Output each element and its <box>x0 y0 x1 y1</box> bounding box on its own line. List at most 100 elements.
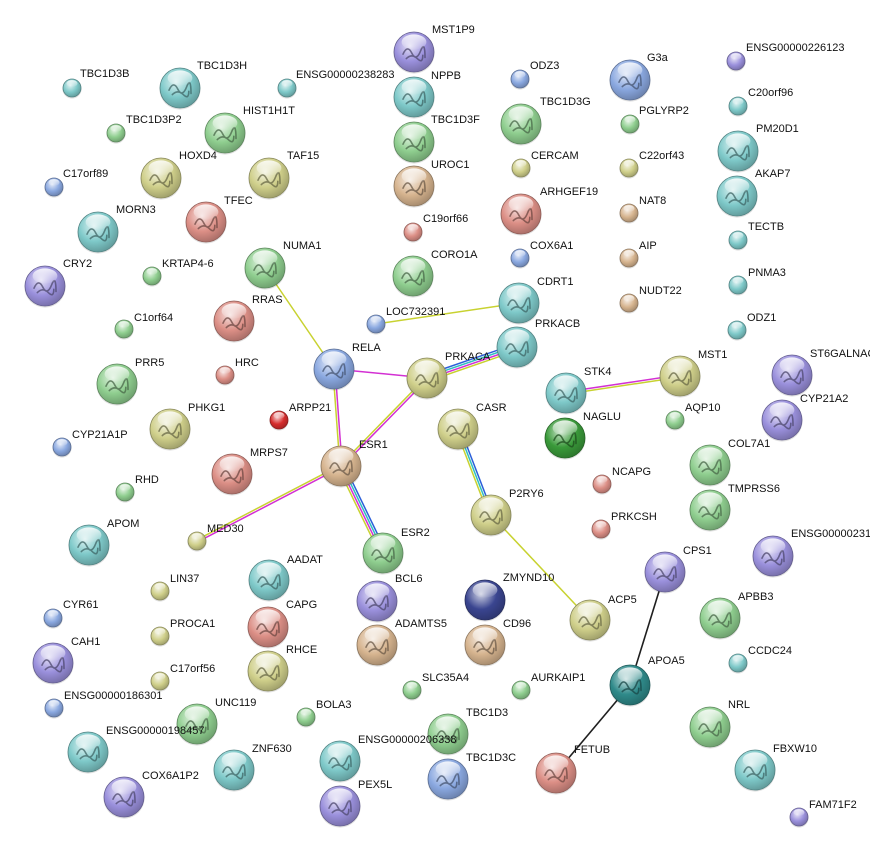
node-hrc[interactable]: HRC <box>215 357 259 386</box>
node-cyp21a2[interactable]: CYP21A2 <box>761 393 848 442</box>
node-cd96[interactable]: CD96 <box>464 618 531 667</box>
node-bcl6[interactable]: BCL6 <box>356 573 423 623</box>
node-tbc1d3[interactable]: TBC1D3 <box>427 707 508 756</box>
node-pglyrp2[interactable]: PGLYRP2 <box>620 105 689 135</box>
node-casr[interactable]: CASR <box>437 402 507 451</box>
node-zmynd10[interactable]: ZMYND10 <box>464 572 554 622</box>
node-ccdc24[interactable]: CCDC24 <box>728 645 792 674</box>
node-bola3[interactable]: BOLA3 <box>296 699 351 728</box>
node-p2ry6[interactable]: P2RY6 <box>470 488 544 537</box>
node-tectb[interactable]: TECTB <box>728 221 784 251</box>
node-col7a1[interactable]: COL7A1 <box>689 438 770 487</box>
node-coro1a[interactable]: CORO1A <box>392 249 478 298</box>
node-proca1[interactable]: PROCA1 <box>150 618 215 647</box>
node-krtap4-6[interactable]: KRTAP4-6 <box>142 258 214 287</box>
node-nat8[interactable]: NAT8 <box>619 195 666 224</box>
node-tbc1d3c[interactable]: TBC1D3C <box>427 752 516 801</box>
node-odz3[interactable]: ODZ3 <box>510 60 559 90</box>
node-c22orf43[interactable]: C22orf43 <box>619 150 684 179</box>
node-hoxd4[interactable]: HOXD4 <box>140 150 217 200</box>
node-tbc1d3g[interactable]: TBC1D3G <box>500 96 591 146</box>
node-ensg00000198457[interactable]: ENSG00000198457 <box>67 725 204 774</box>
node-tbc1d3b[interactable]: TBC1D3B <box>62 68 130 99</box>
node-unc119[interactable]: UNC119 <box>176 697 256 746</box>
node-tbc1d3p2[interactable]: TBC1D3P2 <box>106 114 182 144</box>
node-akap7[interactable]: AKAP7 <box>716 168 790 218</box>
node-c20orf96[interactable]: C20orf96 <box>728 87 793 117</box>
node-apoa5[interactable]: APOA5 <box>609 655 685 707</box>
node-cox6a1p2[interactable]: COX6A1P2 <box>103 770 199 819</box>
node-st6galnac[interactable]: ST6GALNAC <box>771 348 870 397</box>
node-mst1[interactable]: MST1 <box>659 349 727 398</box>
node-lin37[interactable]: LIN37 <box>150 573 199 602</box>
node-ensg00000231[interactable]: ENSG00000231 <box>752 528 870 578</box>
node-adamts5[interactable]: ADAMTS5 <box>356 618 447 667</box>
node-rras[interactable]: RRAS <box>213 294 283 343</box>
node-med30[interactable]: MED30 <box>187 523 244 552</box>
node-acp5[interactable]: ACP5 <box>569 594 637 642</box>
node-aqp10[interactable]: AQP10 <box>665 402 720 431</box>
node-ensg00000186301[interactable]: ENSG00000186301 <box>44 690 162 719</box>
node-prkcsh[interactable]: PRKCSH <box>591 511 657 540</box>
node-esr1[interactable]: ESR1 <box>320 439 388 488</box>
node-c1orf64[interactable]: C1orf64 <box>114 312 173 340</box>
node-pnma3[interactable]: PNMA3 <box>728 267 786 296</box>
node-morn3[interactable]: MORN3 <box>77 204 156 254</box>
node-nudt22[interactable]: NUDT22 <box>619 285 682 314</box>
node-rhce[interactable]: RHCE <box>247 644 317 693</box>
node-cyr61[interactable]: CYR61 <box>43 599 98 629</box>
edge-esr1-med30[interactable] <box>196 464 342 543</box>
node-loc732391[interactable]: LOC732391 <box>366 306 445 335</box>
node-cps1[interactable]: CPS1 <box>644 545 712 594</box>
node-ensg00000206338[interactable]: ENSG00000206338 <box>319 734 456 783</box>
node-znf630[interactable]: ZNF630 <box>213 743 292 792</box>
node-nrl[interactable]: NRL <box>689 699 750 749</box>
node-tbc1d3h[interactable]: TBC1D3H <box>159 60 247 110</box>
node-g3a[interactable]: G3a <box>609 52 669 102</box>
node-aip[interactable]: AIP <box>619 240 657 269</box>
node-aadat[interactable]: AADAT <box>248 554 323 602</box>
node-taf15[interactable]: TAF15 <box>248 150 319 200</box>
node-mrps7[interactable]: MRPS7 <box>211 447 288 496</box>
node-tfec[interactable]: TFEC <box>185 195 253 244</box>
node-cox6a1[interactable]: COX6A1 <box>510 240 573 269</box>
node-apom[interactable]: APOM <box>68 518 139 567</box>
node-odz1[interactable]: ODZ1 <box>727 312 776 341</box>
node-rhd[interactable]: RHD <box>115 474 159 503</box>
node-ensg00000238283[interactable]: ENSG00000238283 <box>277 69 394 99</box>
node-prkacb[interactable]: PRKACB <box>496 318 580 369</box>
node-cry2[interactable]: CRY2 <box>24 258 92 308</box>
node-numa1[interactable]: NUMA1 <box>244 240 322 290</box>
node-uroc1[interactable]: UROC1 <box>393 159 470 208</box>
node-c17orf89[interactable]: C17orf89 <box>44 168 108 198</box>
node-prkaca[interactable]: PRKACA <box>406 351 491 400</box>
node-ncapg[interactable]: NCAPG <box>592 466 651 495</box>
edge-p2ry6-acp5[interactable] <box>490 514 591 621</box>
node-mst1p9[interactable]: MST1P9 <box>393 24 475 74</box>
node-c19orf66[interactable]: C19orf66 <box>403 213 468 243</box>
node-tbc1d3f[interactable]: TBC1D3F <box>393 114 480 164</box>
node-capg[interactable]: CAPG <box>247 599 317 649</box>
edge-prkaca-esr1[interactable] <box>339 376 429 468</box>
node-phkg1[interactable]: PHKG1 <box>149 402 225 451</box>
node-arpp21[interactable]: ARPP21 <box>269 402 331 431</box>
node-rela[interactable]: RELA <box>313 342 381 391</box>
node-c17orf56[interactable]: C17orf56 <box>150 663 215 692</box>
node-cdrt1[interactable]: CDRT1 <box>498 276 573 325</box>
node-tmprss6[interactable]: TMPRSS6 <box>689 483 780 532</box>
edge-loc732391-cdrt1[interactable] <box>375 302 520 325</box>
node-esr2[interactable]: ESR2 <box>362 527 430 575</box>
node-slc35a4[interactable]: SLC35A4 <box>402 672 469 701</box>
node-nppb[interactable]: NPPB <box>393 70 461 119</box>
node-cercam[interactable]: CERCAM <box>511 150 579 179</box>
node-fam71f2[interactable]: FAM71F2 <box>789 799 857 828</box>
node-aurkaip1[interactable]: AURKAIP1 <box>511 672 585 701</box>
node-hist1h1t[interactable]: HIST1H1T <box>204 105 295 155</box>
node-ensg00000226123[interactable]: ENSG00000226123 <box>726 42 844 72</box>
node-fetub[interactable]: FETUB <box>535 744 610 795</box>
node-prr5[interactable]: PRR5 <box>96 357 164 406</box>
node-pm20d1[interactable]: PM20D1 <box>717 123 799 173</box>
node-cah1[interactable]: CAH1 <box>32 636 100 685</box>
node-fbxw10[interactable]: FBXW10 <box>734 743 817 792</box>
node-apbb3[interactable]: APBB3 <box>699 591 773 640</box>
